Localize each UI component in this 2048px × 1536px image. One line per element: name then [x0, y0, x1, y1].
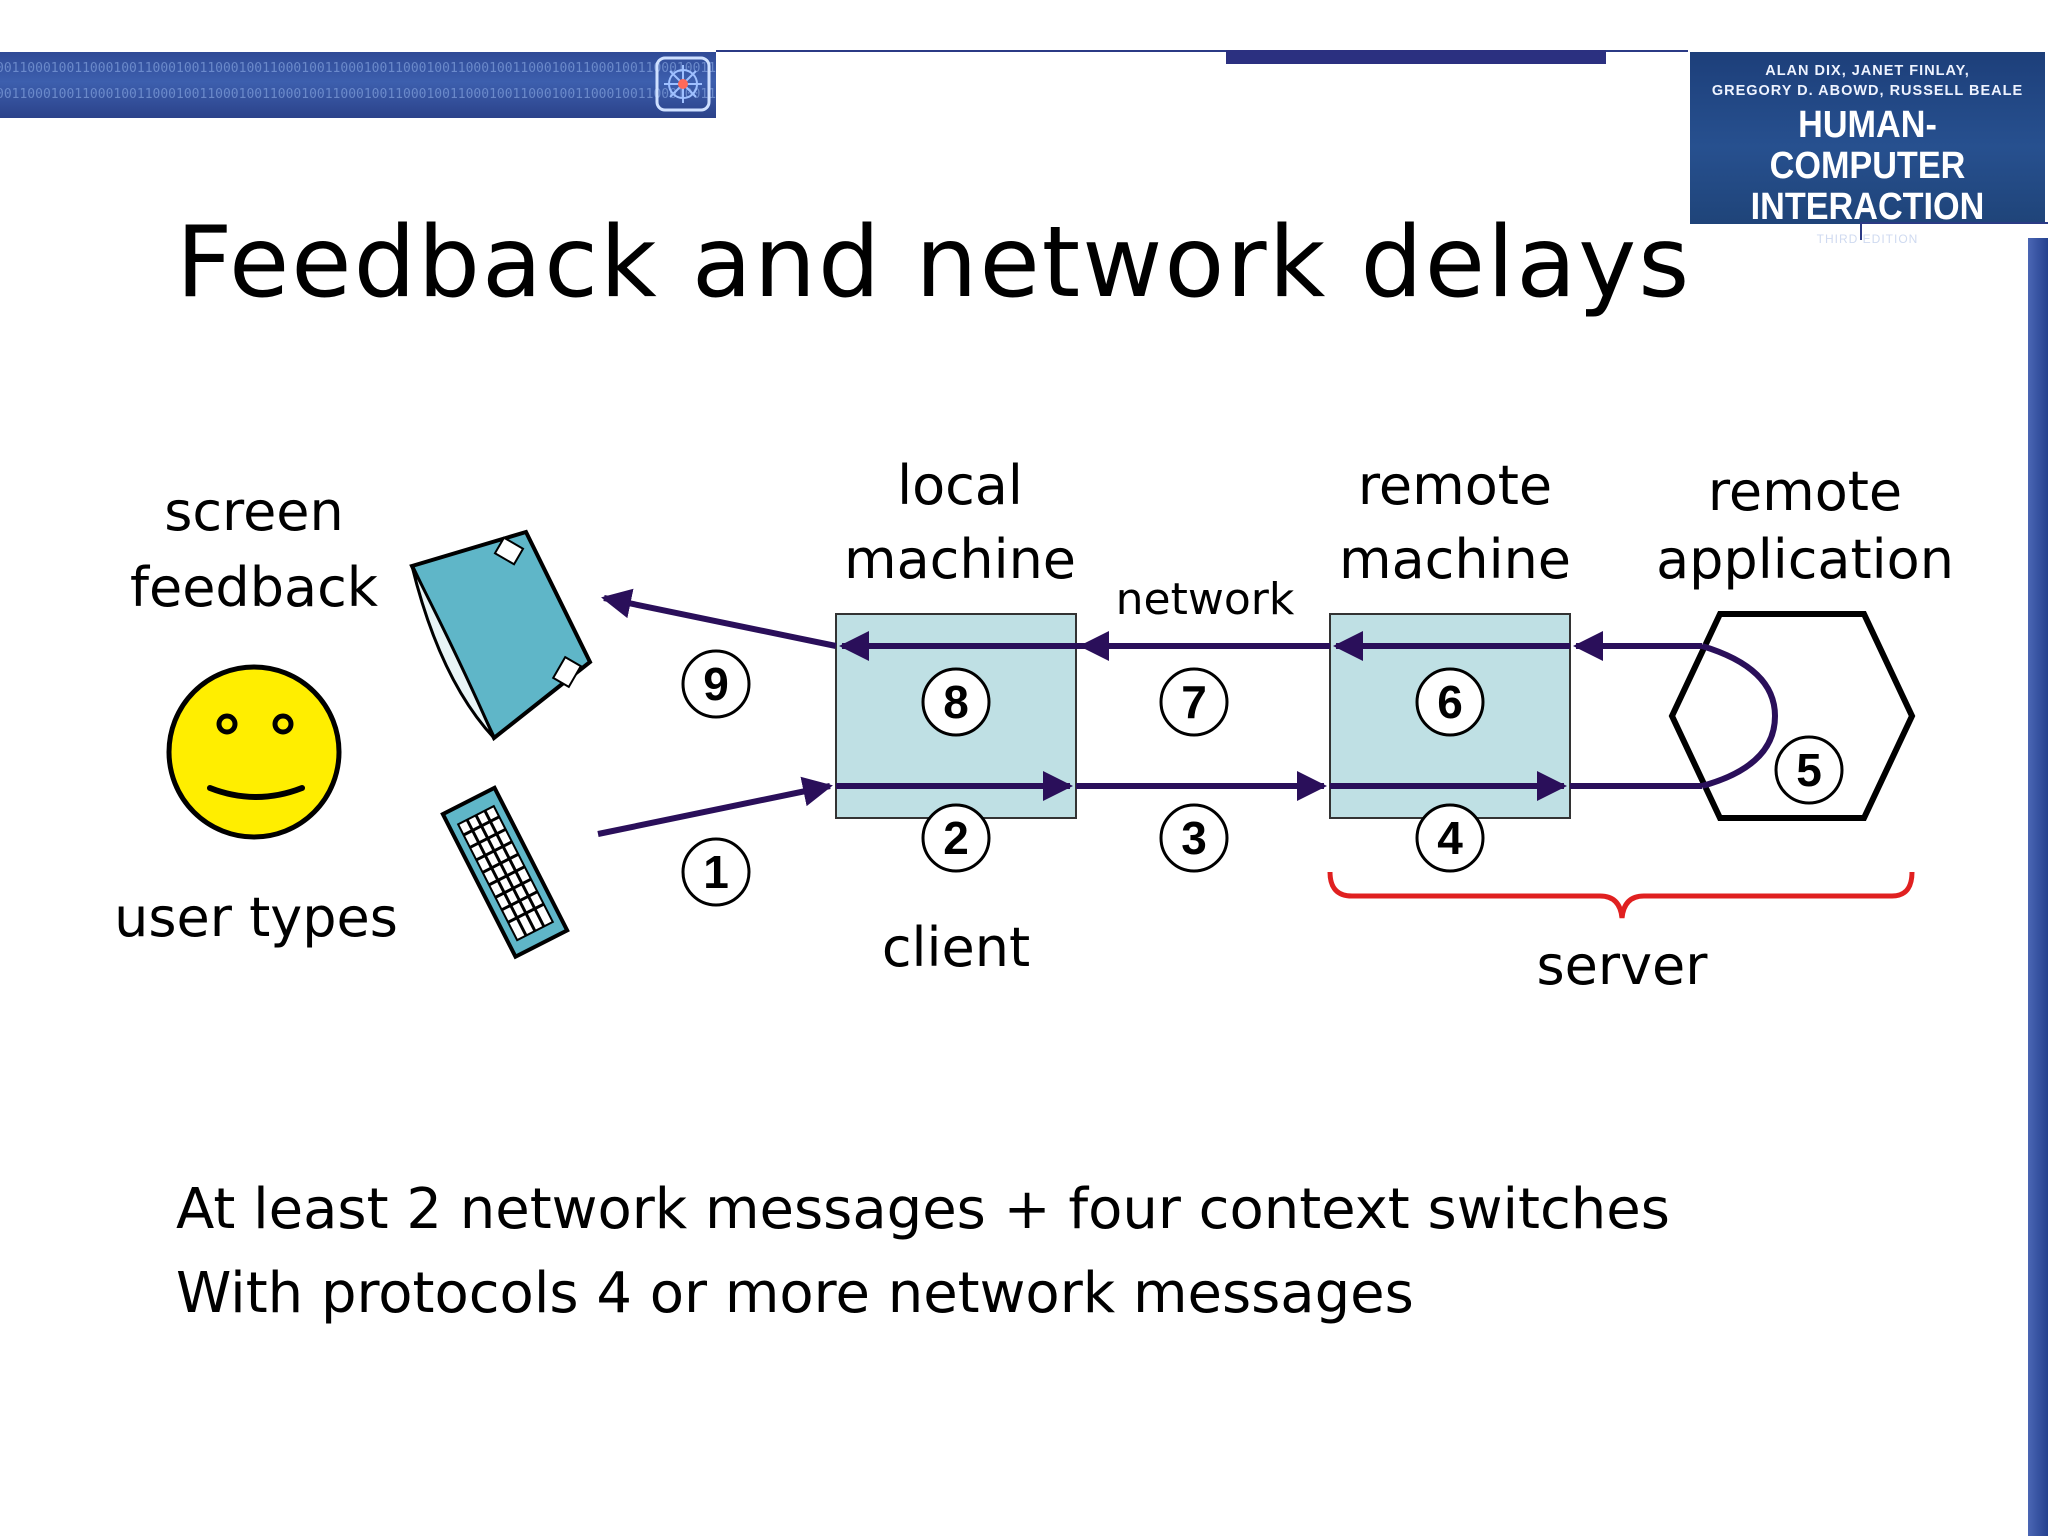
step-badge-4: 4	[1415, 803, 1485, 873]
step-badge-2: 2	[921, 803, 991, 873]
header-rule	[716, 50, 1688, 52]
remote-machine-label-line-1: remote	[1358, 454, 1552, 517]
binary-pattern-row-2: 0011000100110001001100010011000100110001…	[0, 87, 716, 102]
step-number-3: 3	[1181, 812, 1207, 864]
right-side-bar	[2028, 238, 2048, 1536]
step-number-7: 7	[1181, 676, 1207, 728]
process-arc	[1701, 643, 1779, 789]
remote-machine-label-line-2: machine	[1339, 528, 1571, 591]
step-number-1: 1	[703, 846, 729, 898]
summary-list: At least 2 network messages + four conte…	[176, 1168, 1670, 1336]
step-number-6: 6	[1437, 676, 1463, 728]
book-authors-line-1: ALAN DIX, JANET FINLAY,	[1765, 63, 1970, 79]
arrow-keyboard-to-local	[597, 776, 833, 837]
smiley-face-icon	[166, 664, 342, 840]
slide-title: Feedback and network delays	[176, 206, 1692, 320]
book-title-line-2: INTERACTION	[1750, 186, 1985, 228]
network-logo-icon	[655, 56, 711, 112]
screen-feedback-label-line-1: screen	[164, 480, 344, 543]
step-number-4: 4	[1437, 812, 1463, 864]
book-title: HUMAN-COMPUTER INTERACTION	[1708, 105, 2028, 228]
book-cover-badge: ALAN DIX, JANET FINLAY, GREGORY D. ABOWD…	[1690, 52, 2045, 246]
summary-line-2: With protocols 4 or more network message…	[176, 1261, 1414, 1326]
step-badge-5: 5	[1774, 735, 1844, 805]
header-rule-accent	[1226, 50, 1606, 64]
server-label: server	[1537, 934, 1709, 997]
step-number-8: 8	[943, 676, 969, 728]
cover-connector	[1860, 222, 2048, 240]
step-badge-3: 3	[1159, 803, 1229, 873]
remote-application-label-line-2: application	[1656, 528, 1954, 591]
local-machine-label-line-2: machine	[844, 528, 1076, 591]
screen-feedback-label-line-2: feedback	[130, 556, 379, 619]
screen-monitor-icon	[409, 529, 593, 742]
step-badge-6: 6	[1415, 667, 1485, 737]
server-brace	[1327, 871, 1915, 919]
summary-line-1: At least 2 network messages + four conte…	[176, 1177, 1670, 1242]
book-authors-line-2: GREGORY D. ABOWD, RUSSELL BEALE	[1711, 83, 2024, 99]
local-machine-label-line-1: local	[897, 454, 1023, 517]
step-badge-7: 7	[1159, 667, 1229, 737]
step-number-9: 9	[703, 658, 729, 710]
step-badge-1: 1	[681, 837, 751, 907]
step-badge-9: 9	[681, 649, 751, 719]
client-label: client	[882, 916, 1030, 979]
remote-application-hexagon	[1668, 611, 1916, 821]
network-label: network	[1116, 574, 1295, 625]
step-number-2: 2	[943, 812, 969, 864]
binary-pattern-row-1: 0011000100110001001100010011000100110001…	[0, 61, 716, 76]
step-number-5: 5	[1796, 744, 1822, 796]
remote-application-label-line-1: remote	[1708, 460, 1902, 523]
step-badge-8: 8	[921, 667, 991, 737]
user-types-label: user types	[114, 886, 398, 949]
arrow-to-screen	[601, 588, 837, 649]
book-authors: ALAN DIX, JANET FINLAY, GREGORY D. ABOWD…	[1690, 61, 2045, 101]
book-edition: THIRD EDITION	[1816, 232, 1919, 246]
binary-banner: 0011000100110001001100010011000100110001…	[0, 52, 716, 118]
keyboard-icon	[440, 785, 570, 960]
book-title-line-1: HUMAN-COMPUTER	[1769, 104, 1966, 187]
